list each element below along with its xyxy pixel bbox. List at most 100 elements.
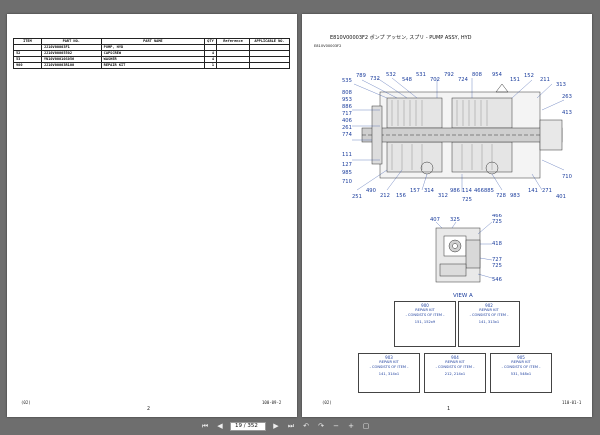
callout: 725 <box>492 263 502 269</box>
callout: 261 <box>342 125 352 131</box>
callout: 157 <box>410 188 420 194</box>
kit-name: REPAIR KIT <box>511 360 531 364</box>
callout: 717 <box>342 111 352 117</box>
kit-items: 141, 313x1 <box>478 320 500 324</box>
footer-ref: 110-01-1 <box>562 400 582 405</box>
callout: 152 <box>524 73 534 79</box>
cell-qty: 1 <box>204 62 218 69</box>
kit-name: REPAIR KIT <box>415 308 435 312</box>
callout: 710 <box>342 179 352 185</box>
zoom-in-icon[interactable]: + <box>348 422 354 430</box>
kit-items: 212, 214x1 <box>444 372 466 376</box>
callout: 792 <box>444 72 454 78</box>
page-field[interactable]: 19 / 352 <box>230 421 266 431</box>
page-title: E810V00003F2 ポンプ アッセン, スプリ - PUMP ASSY, … <box>330 35 472 41</box>
callout: 114 <box>462 188 473 194</box>
footer-ref: 100-09-2 <box>262 400 282 405</box>
repair-kit-box: 903 REPAIR KIT - CONSISTS OF ITEM - 141,… <box>358 353 420 393</box>
callout: 732 <box>370 76 380 82</box>
callout: 954 <box>492 72 503 78</box>
fit-icon[interactable]: ▢ <box>362 422 370 430</box>
callout: 531 <box>416 72 426 78</box>
kit-number: 905 <box>517 355 525 360</box>
callout: 774 <box>342 132 353 138</box>
repair-kit-box: 902 REPAIR KIT - CONSISTS OF ITEM - 141,… <box>458 301 520 347</box>
callout: 546 <box>492 277 502 283</box>
table-header-row: ITEM PART NO. PART NAME QTY Reference AP… <box>13 38 291 45</box>
next-page-icon[interactable]: ▶ <box>273 422 279 430</box>
callout: 127 <box>342 162 352 168</box>
callout: 251 <box>352 194 362 200</box>
kit-name: REPAIR KIT <box>445 360 465 364</box>
callout: 885 <box>484 188 494 194</box>
page-number: 2 <box>147 406 151 412</box>
callout: 271 <box>542 188 552 194</box>
callout: 985 <box>342 170 352 176</box>
callout: 953 <box>342 97 352 103</box>
callout: 156 <box>396 193 406 199</box>
kit-name: REPAIR KIT <box>379 360 399 364</box>
callout: 413 <box>562 110 572 116</box>
callout: 490 <box>366 188 376 194</box>
page-number: 1 <box>447 406 451 412</box>
callout: 710 <box>562 174 572 180</box>
kit-consists: - CONSISTS OF ITEM - <box>435 365 475 369</box>
cell-applicable-no <box>248 62 291 69</box>
cell-part-no: JJ10V00003R100 <box>40 62 102 69</box>
callout: 418 <box>492 241 502 247</box>
callout: 725 <box>492 219 502 225</box>
callout: 728 <box>496 193 506 199</box>
callout: 789 <box>356 73 366 79</box>
callout: 548 <box>402 77 412 83</box>
cell-reference <box>216 62 250 69</box>
kit-number: 904 <box>451 355 459 360</box>
kit-consists: - CONSISTS OF ITEM - <box>369 365 409 369</box>
callout: 983 <box>510 193 520 199</box>
callout: 314 <box>424 188 435 194</box>
left-page: ITEM PART NO. PART NAME QTY Reference AP… <box>7 14 297 417</box>
table-row: 900 JJ10V00003R100 REPAIR KIT 1 <box>13 62 291 69</box>
kit-items: 141, 314x1 <box>378 372 400 376</box>
callout: 312 <box>438 193 448 199</box>
callout: 313 <box>556 82 566 88</box>
callout: 727 <box>492 257 502 263</box>
callout: 724 <box>458 77 469 83</box>
callout: 725 <box>462 197 472 202</box>
kit-name: REPAIR KIT <box>479 308 499 312</box>
callout: 401 <box>556 194 566 200</box>
view-a-detail-drawing: 407 325 466 725 418 727 725 546 <box>430 214 502 283</box>
callout: 111 <box>342 152 352 158</box>
footer-code: (02) <box>21 400 31 405</box>
callout: 263 <box>562 94 572 100</box>
callout: 466 <box>492 214 502 219</box>
callout: 532 <box>386 72 396 78</box>
zoom-out-icon[interactable]: − <box>333 422 339 430</box>
repair-kit-box: 900 REPAIR KIT - CONSISTS OF ITEM - 151,… <box>394 301 456 347</box>
callout: 211 <box>540 77 550 83</box>
callout: 808 <box>342 90 352 96</box>
callout: 986 <box>450 188 460 194</box>
kit-items: 531, 548x1 <box>510 372 532 376</box>
callout: 886 <box>342 104 352 110</box>
footer-code: (02) <box>322 400 332 405</box>
right-page: E810V00003F2 ポンプ アッセン, スプリ - PUMP ASSY, … <box>302 14 592 417</box>
viewer-toolbar: ⏮ ◀ 19 / 352 ▶ ⏭ ↶ ↷ − + ▢ <box>200 419 400 433</box>
table-row: 52 JJ10V00005502 CAPSCREW 4 <box>13 50 291 57</box>
callout: 702 <box>430 77 440 83</box>
parts-table: ITEM PART NO. PART NAME QTY Reference AP… <box>13 38 291 69</box>
callout: 141 <box>528 188 538 194</box>
kit-consists: - CONSISTS OF ITEM - <box>469 313 509 317</box>
prev-page-icon[interactable]: ◀ <box>217 422 223 430</box>
callout: 151 <box>510 77 520 83</box>
kit-number: 902 <box>485 303 493 308</box>
forward-icon[interactable]: ↷ <box>318 422 324 430</box>
cell-part-name: REPAIR KIT <box>100 62 206 69</box>
back-icon[interactable]: ↶ <box>303 422 309 430</box>
kit-consists: - CONSISTS OF ITEM - <box>405 313 445 317</box>
callout: 325 <box>450 217 460 223</box>
last-page-icon[interactable]: ⏭ <box>287 421 295 430</box>
first-page-icon[interactable]: ⏮ <box>201 421 209 430</box>
callout: 406 <box>342 118 352 124</box>
col-header-applicable-no: APPLICABLE NO. <box>248 38 291 45</box>
repair-kit-box: 905 REPAIR KIT - CONSISTS OF ITEM - 531,… <box>490 353 552 393</box>
